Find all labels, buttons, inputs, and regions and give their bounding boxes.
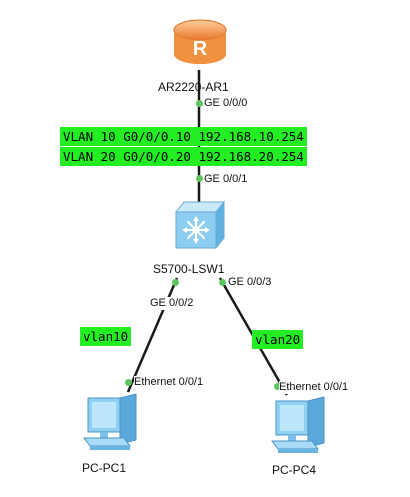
vlan20-access-note: vlan20 [252, 330, 304, 349]
pc4-port-dot [274, 383, 281, 390]
pc-icon [271, 396, 325, 453]
router-name: AR2220-AR1 [158, 80, 229, 94]
switch-left-port-dot [172, 279, 179, 286]
router-port-label: GE 0/0/0 [204, 97, 248, 110]
switch-up-port-label: GE 0/0/1 [204, 173, 248, 186]
switch-icon [174, 200, 226, 250]
link-switch-pc1 [126, 277, 179, 393]
pc4-name: PC-PC4 [272, 463, 317, 477]
router-icon: R [173, 19, 227, 64]
pc1-port-label: Ethernet 0/0/1 [134, 376, 204, 389]
router-port-dot [196, 100, 203, 107]
pc1-device[interactable] [80, 392, 142, 454]
vlan10-subinterface-note: VLAN 10 G0/0/0.10 192.168.10.254 [60, 127, 307, 146]
pc4-device[interactable] [268, 395, 330, 457]
router-device[interactable]: R [170, 14, 230, 70]
switch-right-port-label: GE 0/0/3 [228, 276, 272, 289]
svg-text:R: R [193, 38, 208, 60]
switch-up-port-dot [196, 175, 203, 182]
pc1-name: PC-PC1 [82, 461, 127, 475]
pc4-port-label: Ethernet 0/0/1 [279, 381, 349, 394]
vlan20-subinterface-note: VLAN 20 G0/0/0.20 192.168.20.254 [60, 147, 307, 166]
switch-name: S5700-LSW1 [153, 262, 225, 276]
vlan10-access-note: vlan10 [80, 327, 132, 346]
pc-icon [83, 393, 137, 450]
switch-right-port-dot [219, 279, 226, 286]
pc1-port-dot [125, 379, 132, 386]
switch-left-port-label: GE 0/0/2 [150, 297, 194, 310]
switch-device[interactable] [172, 198, 228, 252]
